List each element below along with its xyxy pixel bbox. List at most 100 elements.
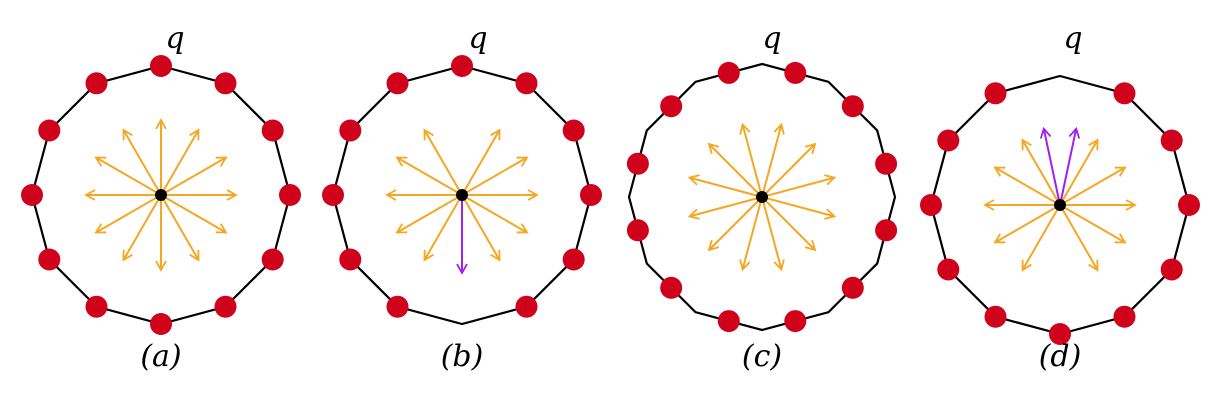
caption-c: (c) bbox=[742, 339, 782, 374]
vertex-dot-c-3 bbox=[875, 152, 898, 175]
vertex-dot-d-9 bbox=[920, 194, 942, 216]
vertex-dot-a-4 bbox=[279, 184, 301, 206]
vertex-dot-d-1 bbox=[1113, 82, 1136, 105]
arrow-c-1 bbox=[761, 122, 785, 198]
arrow-a-2 bbox=[160, 128, 200, 196]
vertex-dot-c-7 bbox=[717, 310, 740, 333]
vertex-dot-c-9 bbox=[626, 219, 649, 242]
arrow-d-11 bbox=[993, 166, 1061, 206]
arrow-c-8 bbox=[707, 196, 763, 252]
arrow-c-7 bbox=[739, 196, 763, 272]
center-dot-c bbox=[756, 191, 768, 203]
arrow-c-3 bbox=[761, 174, 837, 198]
center-dot-b bbox=[456, 189, 468, 201]
vertex-dot-c-12 bbox=[717, 61, 740, 84]
arrow-b-4 bbox=[461, 194, 529, 234]
vertex-dot-a-1 bbox=[150, 55, 172, 77]
arrow-c-5 bbox=[761, 196, 817, 252]
arrow-b-8 bbox=[395, 194, 463, 234]
caption-b: (b) bbox=[441, 339, 484, 374]
vertex-dot-b-9 bbox=[322, 184, 344, 206]
top-label-a: q bbox=[165, 21, 184, 56]
caption-d: (d) bbox=[1039, 339, 1082, 374]
vertex-dot-a-3 bbox=[261, 119, 284, 142]
vertex-dot-b-1 bbox=[451, 55, 473, 77]
vertices-a bbox=[21, 55, 301, 335]
arrow-b-5 bbox=[461, 194, 501, 262]
top-label-c: q bbox=[762, 21, 781, 56]
polygon-c bbox=[627, 62, 897, 332]
vertex-dot-c-8 bbox=[660, 276, 683, 299]
arrow-a-12 bbox=[122, 128, 162, 196]
vertex-dot-a-6 bbox=[214, 295, 237, 318]
vertex-dot-b-2 bbox=[515, 72, 538, 95]
vertex-dot-c-2 bbox=[841, 95, 864, 118]
arrow-d-6 bbox=[1059, 204, 1127, 244]
vertex-dot-b-7 bbox=[386, 295, 409, 318]
vertex-dot-d-3 bbox=[1178, 194, 1200, 216]
arrow-a-5 bbox=[160, 194, 228, 234]
vertex-dot-a-5 bbox=[261, 248, 284, 271]
vertex-dot-a-12 bbox=[85, 72, 108, 95]
vertices-d bbox=[920, 82, 1200, 345]
vertex-dot-b-8 bbox=[339, 248, 362, 271]
arrow-a-9 bbox=[94, 194, 162, 234]
vertex-dot-c-10 bbox=[626, 152, 649, 175]
arrow-c-12 bbox=[739, 122, 763, 198]
arrow-d-3 bbox=[1059, 138, 1099, 206]
arrow-c-10 bbox=[687, 174, 763, 198]
vertex-dot-d-5 bbox=[1113, 305, 1136, 328]
vertex-dot-b-5 bbox=[562, 248, 585, 271]
vertex-dot-a-10 bbox=[21, 184, 43, 206]
vertex-dot-d-2 bbox=[1160, 129, 1183, 152]
arrow-c-9 bbox=[687, 196, 763, 220]
arrow-a-8 bbox=[122, 194, 162, 262]
panel-d: q (d) bbox=[920, 21, 1200, 374]
arrows-d bbox=[983, 126, 1137, 272]
vertex-dot-b-4 bbox=[580, 184, 602, 206]
center-dot-a bbox=[155, 189, 167, 201]
arrows-c bbox=[687, 122, 837, 272]
vertex-dot-d-10 bbox=[937, 129, 960, 152]
center-dot-d bbox=[1054, 199, 1066, 211]
highlight-arrow-d-2 bbox=[1059, 126, 1081, 206]
vertex-dot-d-4 bbox=[1160, 258, 1183, 281]
panel-a: q (a) bbox=[21, 21, 301, 374]
vertex-dot-a-8 bbox=[85, 295, 108, 318]
vertex-dot-b-11 bbox=[386, 72, 409, 95]
vertex-dot-b-10 bbox=[339, 119, 362, 142]
arrow-d-7 bbox=[1059, 204, 1099, 272]
top-label-b: q bbox=[468, 21, 487, 56]
vertex-dot-d-8 bbox=[937, 258, 960, 281]
top-label-d: q bbox=[1063, 21, 1082, 56]
panel-b: q (b) bbox=[322, 21, 602, 374]
polygon-outline-c bbox=[627, 62, 897, 332]
vertex-dot-a-7 bbox=[150, 313, 172, 335]
vertex-dot-d-11 bbox=[984, 82, 1007, 105]
vertex-dot-c-1 bbox=[784, 61, 807, 84]
arrow-a-6 bbox=[160, 194, 200, 262]
vertex-dot-d-6 bbox=[1049, 323, 1071, 345]
vertex-dot-c-5 bbox=[841, 276, 864, 299]
arrow-c-4 bbox=[761, 196, 837, 220]
arrow-b-1 bbox=[461, 128, 501, 196]
vertex-dot-b-3 bbox=[562, 119, 585, 142]
vertex-dot-c-6 bbox=[784, 310, 807, 333]
highlight-arrow-d-1 bbox=[1039, 126, 1061, 206]
vertex-dot-a-2 bbox=[214, 72, 237, 95]
arrow-d-9 bbox=[993, 204, 1061, 244]
arrow-d-4 bbox=[1059, 166, 1127, 206]
arrow-b-2 bbox=[461, 156, 529, 196]
vertex-dot-c-11 bbox=[660, 95, 683, 118]
caption-a: (a) bbox=[140, 339, 181, 374]
vertex-dot-c-4 bbox=[875, 219, 898, 242]
arrow-d-12 bbox=[1021, 138, 1061, 206]
arrows-b bbox=[385, 128, 539, 275]
panel-c: q (c) bbox=[626, 21, 898, 374]
arrow-a-3 bbox=[160, 156, 228, 196]
arrow-b-7 bbox=[423, 194, 463, 262]
vertices-b bbox=[322, 55, 602, 318]
vertices-c bbox=[626, 61, 898, 333]
arrow-b-10 bbox=[395, 156, 463, 196]
